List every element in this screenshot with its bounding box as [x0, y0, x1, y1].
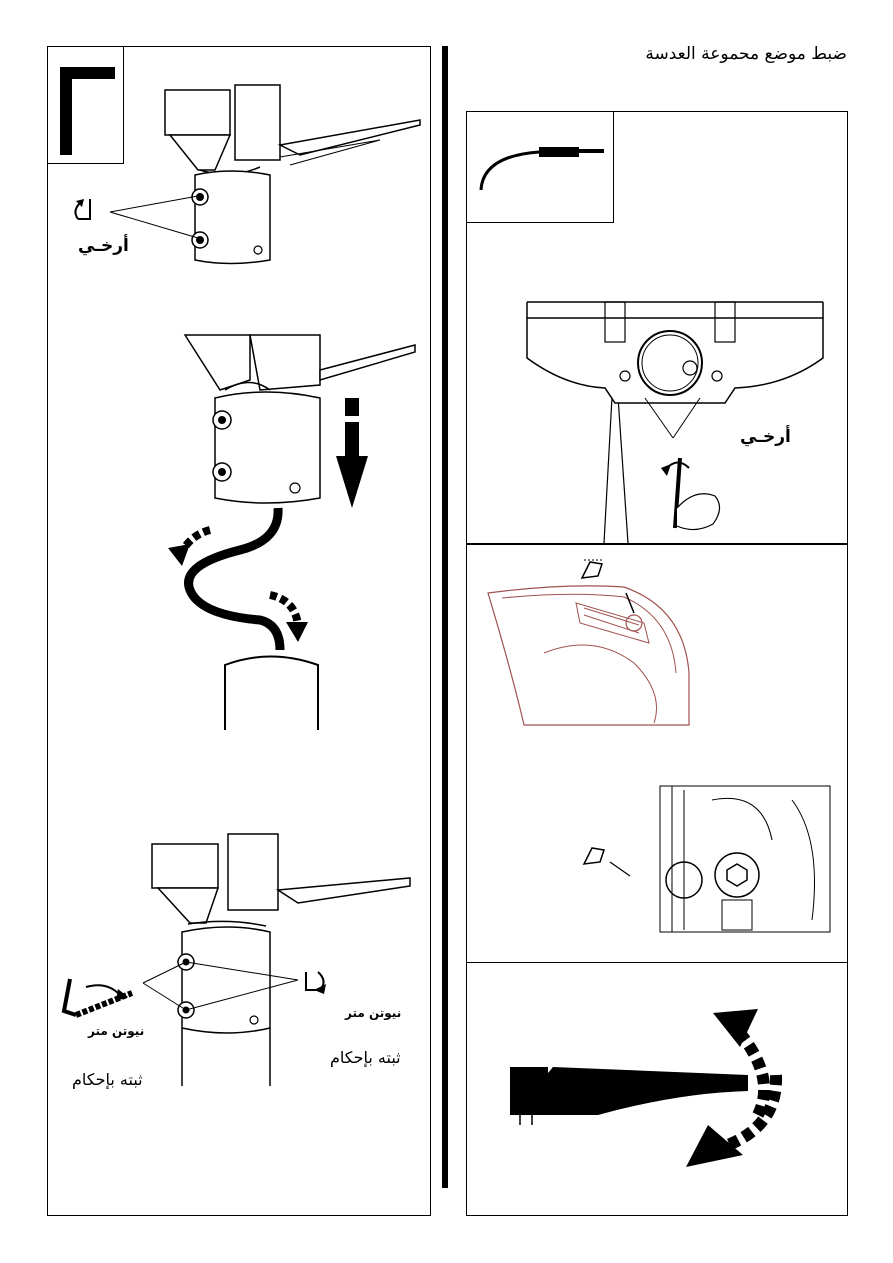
hex-key-icon — [61, 978, 134, 1018]
right-panel — [466, 111, 848, 1216]
step3-tighten-illustration — [142, 833, 411, 1086]
torque-label-left: نيوتن متر — [88, 1024, 145, 1038]
left-panel — [47, 46, 431, 1216]
column-divider — [442, 46, 448, 1188]
side-entry-mount-icon — [479, 147, 604, 191]
step1-loosen-label: أرخـي — [78, 236, 129, 256]
side-entry-box — [466, 111, 614, 223]
step2-slide-illustration — [168, 334, 416, 730]
rotate-cw-icon — [305, 971, 326, 994]
right-loosen-label: أرخـي — [740, 427, 791, 447]
luminaire-underside-illustration — [526, 301, 824, 439]
zoom-callout-lines — [603, 396, 629, 544]
pole-top-mount-icon — [60, 67, 115, 155]
luminaire-rotation-illustration — [510, 1009, 783, 1167]
step1-fitter-illustration — [164, 84, 421, 265]
click-tool-icon — [580, 559, 604, 579]
detail-divider — [466, 962, 848, 964]
callout-line-left — [466, 543, 848, 545]
tighten-label-left: ثبته بإحكام — [72, 1070, 143, 1089]
lens-assembly-detail — [487, 585, 690, 726]
hand-icon — [661, 457, 721, 531]
tighten-label-right: ثبته بإحكام — [330, 1048, 401, 1067]
mount-type-box — [47, 46, 124, 164]
step1-leader-lines — [109, 195, 199, 239]
torque-label-right: نيوتن متر — [345, 1006, 402, 1020]
rotate-ccw-icon — [74, 199, 91, 220]
page-title: ضبط موضع محموعة العدسة — [645, 44, 847, 64]
socket-detail-illustration — [659, 785, 831, 933]
click-tool-icon-2 — [582, 847, 631, 877]
